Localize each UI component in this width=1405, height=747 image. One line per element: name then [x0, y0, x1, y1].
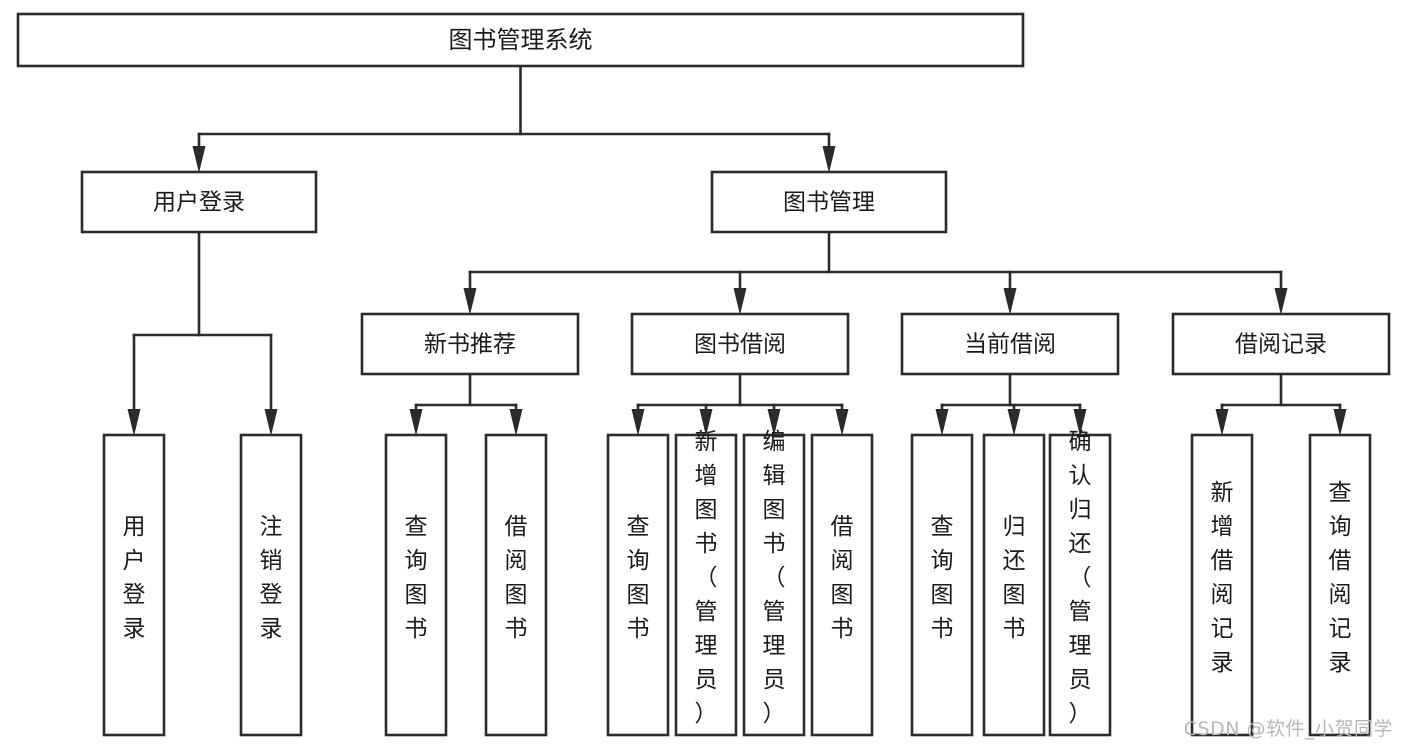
node-current-borrow[interactable]: 当前借阅 [900, 312, 1120, 376]
node-leaf-add-book-admin-label: 新增图书（管理员） [695, 429, 718, 727]
node-book-borrow-box[interactable] [630, 312, 850, 376]
node-book-manage-label: 图书管理 [783, 190, 875, 216]
node-leaf-borrow-book-2[interactable]: 借阅图书 [810, 433, 874, 737]
node-leaf-edit-book-admin-label: 编辑图书（管理员） [763, 429, 786, 727]
node-new-book-recommend-label: 新书推荐 [424, 332, 516, 358]
node-leaf-logout-login[interactable]: 注销登录 [239, 433, 303, 737]
node-leaf-add-record-box[interactable] [1190, 433, 1254, 737]
node-leaf-query-book-1-box[interactable] [384, 433, 448, 737]
edge-group-root [192, 64, 836, 173]
node-new-book-recommend-box[interactable] [360, 312, 580, 376]
node-leaf-edit-book-admin[interactable]: 编辑图书（管理员） [742, 429, 806, 737]
node-book-borrow-label: 图书借阅 [694, 332, 786, 358]
node-leaf-user-login[interactable]: 用户登录 [102, 433, 166, 737]
node-borrow-record[interactable]: 借阅记录 [1171, 312, 1391, 376]
nodes-layer: 图书管理系统用户登录图书管理新书推荐图书借阅当前借阅借阅记录用户登录注销登录查询… [16, 12, 1391, 737]
node-user-login-box[interactable] [80, 170, 318, 234]
node-leaf-query-book-2-label: 查询图书 [627, 514, 650, 642]
node-leaf-logout-login-box[interactable] [239, 433, 303, 737]
edge-group-book-borrow [631, 372, 849, 436]
node-leaf-query-record-box[interactable] [1308, 433, 1372, 737]
node-current-borrow-box[interactable] [900, 312, 1120, 376]
node-leaf-borrow-book-1[interactable]: 借阅图书 [484, 433, 548, 737]
node-leaf-return-book-box[interactable] [982, 433, 1046, 737]
node-book-manage-box[interactable] [710, 170, 948, 234]
node-leaf-add-record[interactable]: 新增借阅记录 [1190, 433, 1254, 737]
node-leaf-add-book-admin[interactable]: 新增图书（管理员） [674, 429, 738, 737]
node-leaf-confirm-return[interactable]: 确认归还（管理员） [1048, 429, 1112, 737]
node-leaf-borrow-book-1-box[interactable] [484, 433, 548, 737]
node-leaf-query-book-3-box[interactable] [910, 433, 974, 737]
node-leaf-query-record[interactable]: 查询借阅记录 [1308, 433, 1372, 737]
node-leaf-return-book[interactable]: 归还图书 [982, 433, 1046, 737]
node-root-label: 图书管理系统 [449, 26, 593, 54]
edge-group-borrow-record [1215, 372, 1347, 436]
edge-group-new-book-recommend [409, 372, 523, 436]
node-borrow-record-box[interactable] [1171, 312, 1391, 376]
node-leaf-add-record-label: 新增借阅记录 [1211, 480, 1234, 676]
node-leaf-query-book-3[interactable]: 查询图书 [910, 433, 974, 737]
edge-group-current-borrow [935, 372, 1087, 436]
node-leaf-user-login-box[interactable] [102, 433, 166, 737]
node-leaf-user-login-label: 用户登录 [123, 514, 146, 642]
node-book-manage[interactable]: 图书管理 [710, 170, 948, 234]
node-leaf-query-book-2-box[interactable] [606, 433, 670, 737]
node-leaf-query-book-1-label: 查询图书 [405, 514, 428, 642]
node-leaf-logout-login-label: 注销登录 [260, 514, 283, 642]
edges-layer [127, 64, 1347, 436]
node-leaf-query-book-1[interactable]: 查询图书 [384, 433, 448, 737]
node-new-book-recommend[interactable]: 新书推荐 [360, 312, 580, 376]
node-current-borrow-label: 当前借阅 [964, 332, 1056, 358]
edge-group-book-manage [463, 230, 1288, 315]
edge-group-user-login [127, 230, 278, 436]
node-root-box[interactable] [16, 12, 1025, 68]
node-leaf-add-book-admin-box[interactable] [674, 433, 738, 737]
node-leaf-borrow-book-2-label: 借阅图书 [831, 514, 854, 642]
node-leaf-confirm-return-box[interactable] [1048, 433, 1112, 737]
node-leaf-query-record-label: 查询借阅记录 [1329, 480, 1352, 676]
node-book-borrow[interactable]: 图书借阅 [630, 312, 850, 376]
node-root[interactable]: 图书管理系统 [16, 12, 1025, 68]
node-leaf-borrow-book-1-label: 借阅图书 [505, 514, 528, 642]
node-leaf-query-book-2[interactable]: 查询图书 [606, 433, 670, 737]
node-leaf-confirm-return-label: 确认归还（管理员） [1069, 429, 1092, 727]
node-leaf-query-book-3-label: 查询图书 [931, 514, 954, 642]
node-leaf-return-book-label: 归还图书 [1003, 514, 1026, 642]
node-user-login[interactable]: 用户登录 [80, 170, 318, 234]
node-leaf-edit-book-admin-box[interactable] [742, 433, 806, 737]
node-borrow-record-label: 借阅记录 [1235, 332, 1327, 358]
node-leaf-borrow-book-2-box[interactable] [810, 433, 874, 737]
node-user-login-label: 用户登录 [153, 190, 245, 216]
